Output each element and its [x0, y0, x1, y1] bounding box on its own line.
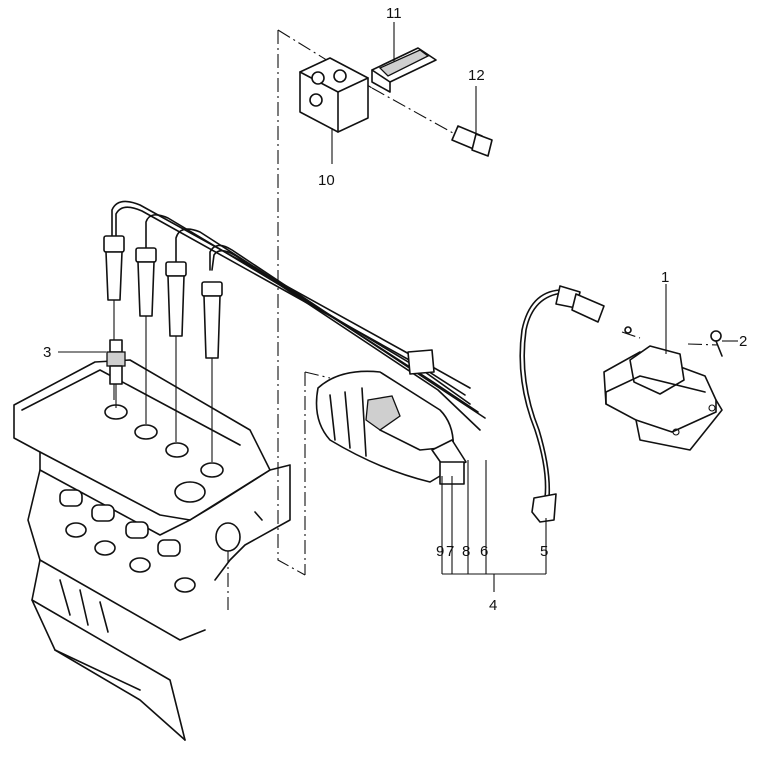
screw	[710, 330, 723, 357]
callout-4: 4	[489, 597, 497, 614]
callout-1: 1	[661, 269, 669, 286]
plug-boots	[103, 235, 223, 462]
leader-lines	[58, 22, 738, 592]
engine-block	[13, 359, 291, 741]
wire-clip	[371, 47, 437, 93]
reference-lines	[227, 29, 719, 610]
coil-wire	[519, 285, 605, 523]
callout-7: 7	[446, 543, 454, 560]
callouts: 1 2 3 4 5 6 7 8 9 10 11 12	[43, 5, 747, 614]
plug-wires	[111, 200, 486, 431]
callout-12: 12	[468, 67, 485, 84]
distributor	[315, 370, 467, 485]
callout-8: 8	[462, 543, 470, 560]
wire-bracket	[299, 57, 369, 133]
spark-plug	[106, 339, 126, 408]
callout-10: 10	[318, 172, 335, 189]
callout-6: 6	[480, 543, 488, 560]
callout-9: 9	[436, 543, 444, 560]
bolt	[451, 125, 493, 157]
callout-2: 2	[739, 333, 747, 350]
ignition-coil	[603, 326, 723, 451]
callout-3: 3	[43, 344, 51, 361]
callout-5: 5	[540, 543, 548, 560]
callout-11: 11	[386, 5, 402, 22]
